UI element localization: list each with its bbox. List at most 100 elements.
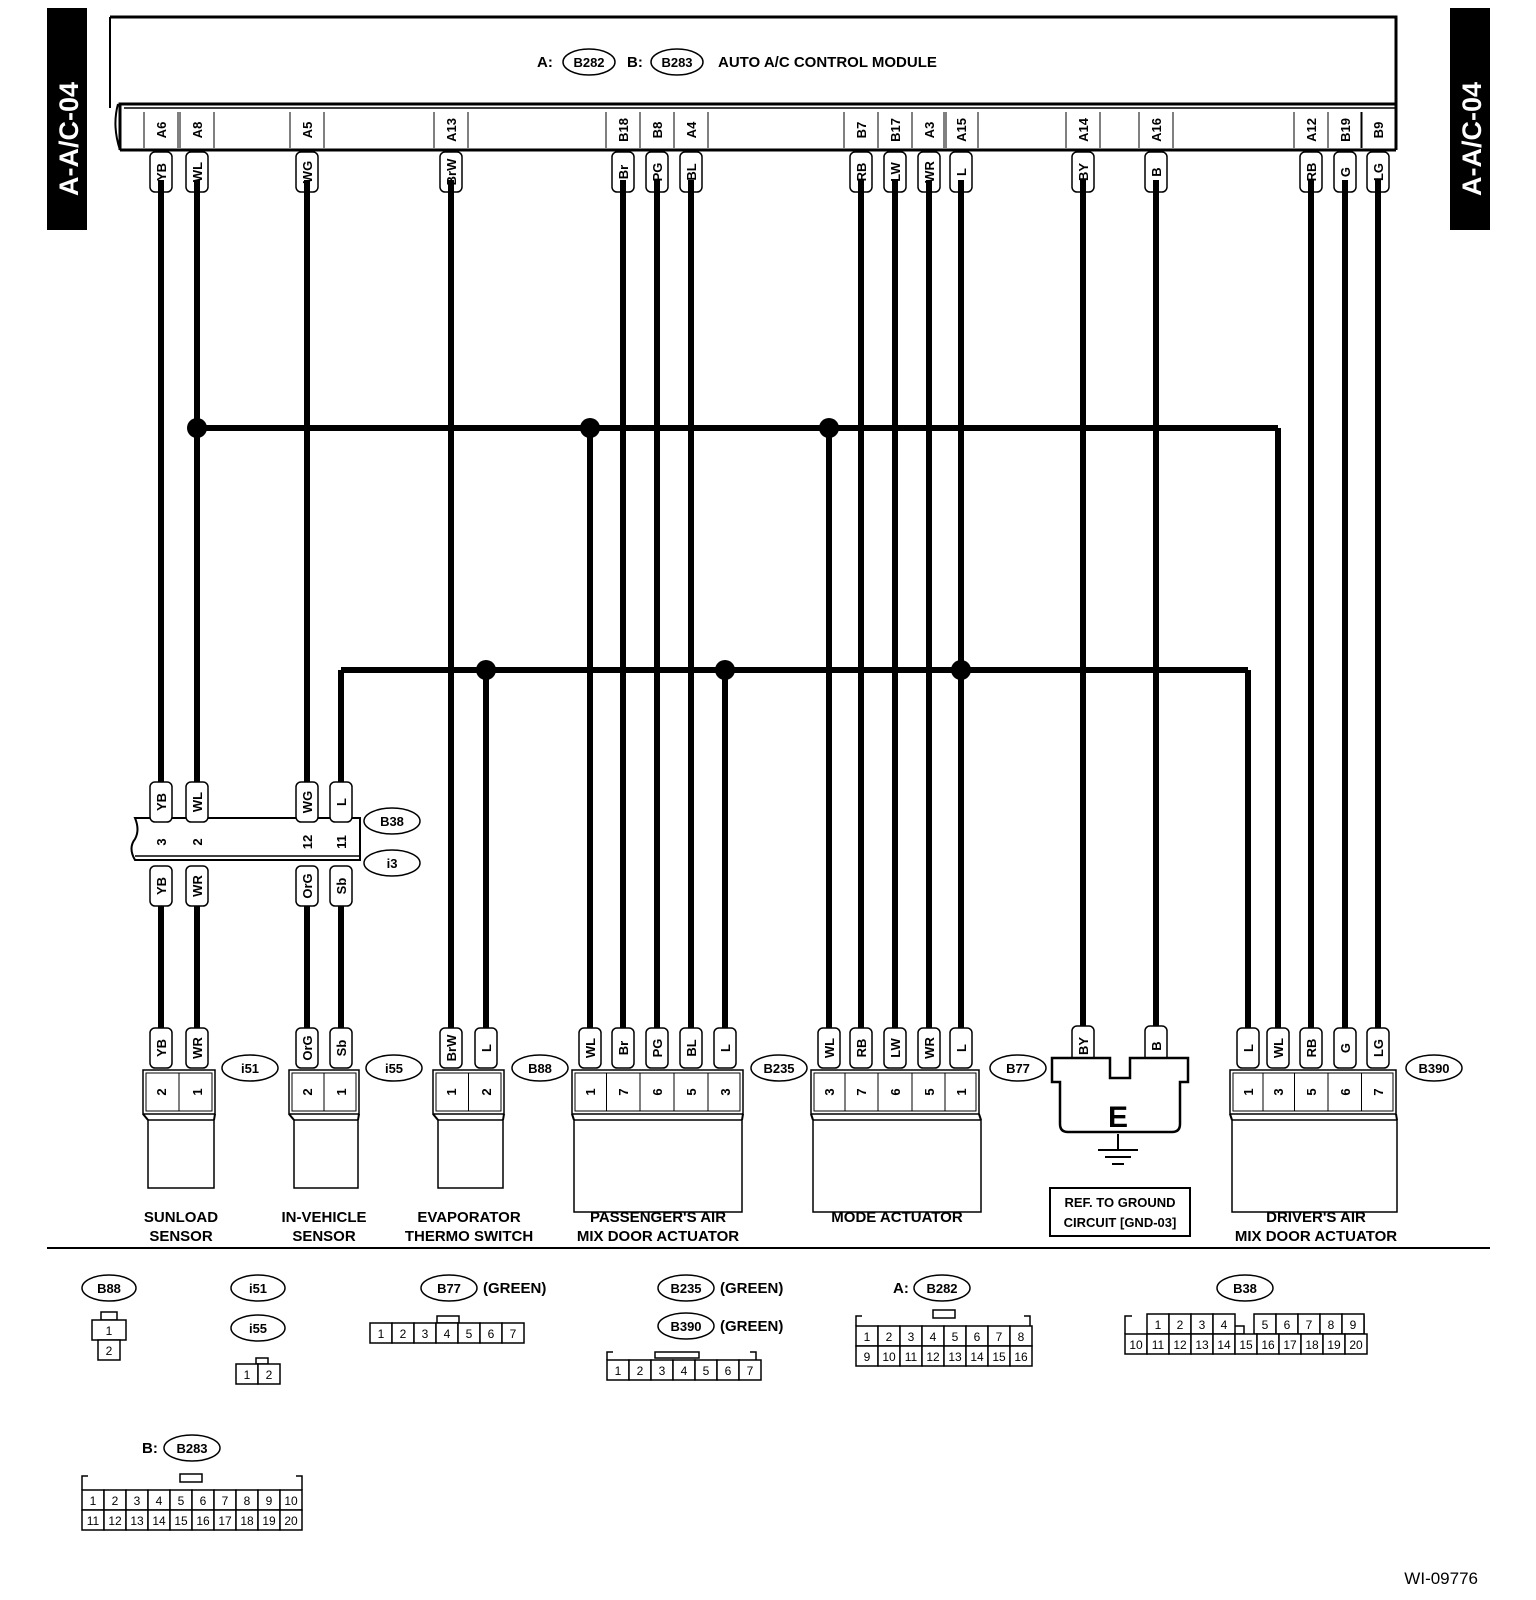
- legend-b283-pin: 10: [284, 1494, 298, 1508]
- component-pin: 2: [479, 1088, 494, 1095]
- joint-upper-color-text: YB: [154, 793, 169, 811]
- component-wire-color-text: L: [1241, 1044, 1256, 1052]
- module-connector-a-oval: [562, 48, 616, 76]
- terminal-wire-color-text: LG: [1371, 163, 1386, 181]
- legend-b282-name: B282: [926, 1281, 957, 1296]
- legend-b77-pin: 6: [488, 1327, 495, 1341]
- page-tag-right: A-A/C-04: [1450, 8, 1490, 230]
- legend-b38-pin: 2: [1177, 1318, 1184, 1332]
- wire-harness: [158, 180, 1381, 1030]
- terminal-id: B19: [1338, 118, 1353, 142]
- legend-b283-pin: 1: [90, 1494, 97, 1508]
- terminal-wire-color-text: WG: [300, 161, 315, 183]
- legend-b38-pin: 20: [1349, 1338, 1363, 1352]
- legend-b38-pin: 18: [1305, 1338, 1319, 1352]
- legend-b282-pin: 2: [886, 1330, 893, 1344]
- ground-symbol: E: [1108, 1101, 1128, 1134]
- component-label-1: EVAPORATOR: [417, 1209, 521, 1226]
- joint-upper-color-text: WG: [300, 791, 315, 813]
- terminal-wire-color-text: BY: [1076, 163, 1091, 181]
- terminal-wire-color-text: B: [1149, 167, 1164, 176]
- terminal-id: A6: [154, 122, 169, 139]
- legend-b282-pin: 15: [992, 1350, 1006, 1364]
- joint-upper-color-text: WL: [190, 792, 205, 812]
- component-pin: 5: [684, 1088, 699, 1095]
- component-wire-color: RB: [849, 1027, 873, 1069]
- component-wire-color-text: L: [954, 1044, 969, 1052]
- joint-lower-color-text: Sb: [334, 878, 349, 895]
- legend-b282-pin: 6: [974, 1330, 981, 1344]
- legend-b38-pin: 3: [1199, 1318, 1206, 1332]
- legend-b283-pin: 8: [244, 1494, 251, 1508]
- legend-b390-pin: 1: [615, 1364, 622, 1378]
- legend-b38-pin: 6: [1284, 1318, 1291, 1332]
- component-pin: 7: [616, 1088, 631, 1095]
- legend-b38-pin: 11: [1152, 1338, 1165, 1352]
- legend-b282-pin: 9: [864, 1350, 871, 1364]
- legend-b88-pin: 2: [106, 1344, 113, 1358]
- component-pin: 3: [822, 1088, 837, 1095]
- module-title: AUTO A/C CONTROL MODULE: [718, 54, 937, 71]
- component-wire-color-text: LW: [888, 1038, 903, 1058]
- legend-b283-pin: 20: [284, 1514, 298, 1528]
- ground-ref-box: [1049, 1187, 1191, 1237]
- legend-b283-pin: 2: [112, 1494, 119, 1508]
- legend-i55-name: i55: [249, 1321, 267, 1336]
- legend-b235-note: (GREEN): [720, 1280, 783, 1297]
- component-pin: 6: [888, 1088, 903, 1095]
- terminal-wire-color-text: Br: [616, 165, 631, 179]
- component-wire-color-text: WL: [583, 1038, 598, 1058]
- joint-lower-color: Sb: [329, 865, 353, 907]
- joint-connector-upper: B38: [380, 814, 404, 829]
- component-connector: i51: [241, 1061, 259, 1076]
- terminal-wire-color-text: G: [1338, 167, 1353, 177]
- legend-b390-name: B390: [670, 1319, 701, 1334]
- component-pin: 7: [854, 1088, 869, 1095]
- component-wire-color-text: PG: [650, 1039, 665, 1058]
- legend-b283-pin: 15: [174, 1514, 188, 1528]
- legend-b38-pin: 7: [1306, 1318, 1313, 1332]
- ground-wire-color-text: B: [1149, 1041, 1164, 1050]
- module-connector-a: B282: [573, 55, 604, 70]
- legend-b283-pin: 6: [200, 1494, 207, 1508]
- legend-b282-pin: 1: [864, 1330, 871, 1344]
- terminal-wire-color: BrW: [439, 151, 463, 193]
- legend-b38-pin: 16: [1261, 1338, 1275, 1352]
- figure-id: WI-09776: [1404, 1569, 1478, 1588]
- component-pin: 1: [583, 1088, 598, 1095]
- terminal-wire-color-text: RB: [854, 163, 869, 182]
- terminal-id: A16: [1149, 118, 1164, 142]
- component-wire-color-text: YB: [154, 1039, 169, 1057]
- component-wire-color-text: LG: [1371, 1039, 1386, 1057]
- component-wire-color: WL: [817, 1027, 841, 1069]
- module-terminal-labels: A6YBA8WLA5WGA13BrWB18BrB8PGA4BLB7RBB17LW…: [143, 112, 1396, 193]
- component-label-1: IN-VEHICLE: [281, 1209, 366, 1226]
- legend-b77-pin: 5: [466, 1327, 473, 1341]
- component-wire-color-text: OrG: [300, 1035, 315, 1060]
- legend-b77-name: B77: [437, 1281, 461, 1296]
- legend-b283-pin: 16: [196, 1514, 210, 1528]
- component-wire-color: YB: [149, 1027, 173, 1069]
- component-connector: B88: [528, 1061, 552, 1076]
- component-connector: i55: [385, 1061, 403, 1076]
- ground-ref-line1: REF. TO GROUND: [1065, 1195, 1176, 1210]
- component-wire-color: RB: [1299, 1027, 1323, 1069]
- terminal-wire-color: L: [949, 151, 973, 193]
- legend-i55-pin: 1: [244, 1368, 251, 1382]
- component-wire-color-text: Br: [616, 1041, 631, 1055]
- component-wire-color: LG: [1366, 1027, 1390, 1069]
- component-pin: 3: [718, 1088, 733, 1095]
- component-wire-color-text: L: [479, 1044, 494, 1052]
- component-label-1: MODE ACTUATOR: [831, 1209, 963, 1226]
- terminal-id: A14: [1076, 117, 1091, 142]
- component-wire-color: OrG: [295, 1027, 319, 1069]
- component-pin: 1: [190, 1088, 205, 1095]
- legend-b283-pin: 9: [266, 1494, 273, 1508]
